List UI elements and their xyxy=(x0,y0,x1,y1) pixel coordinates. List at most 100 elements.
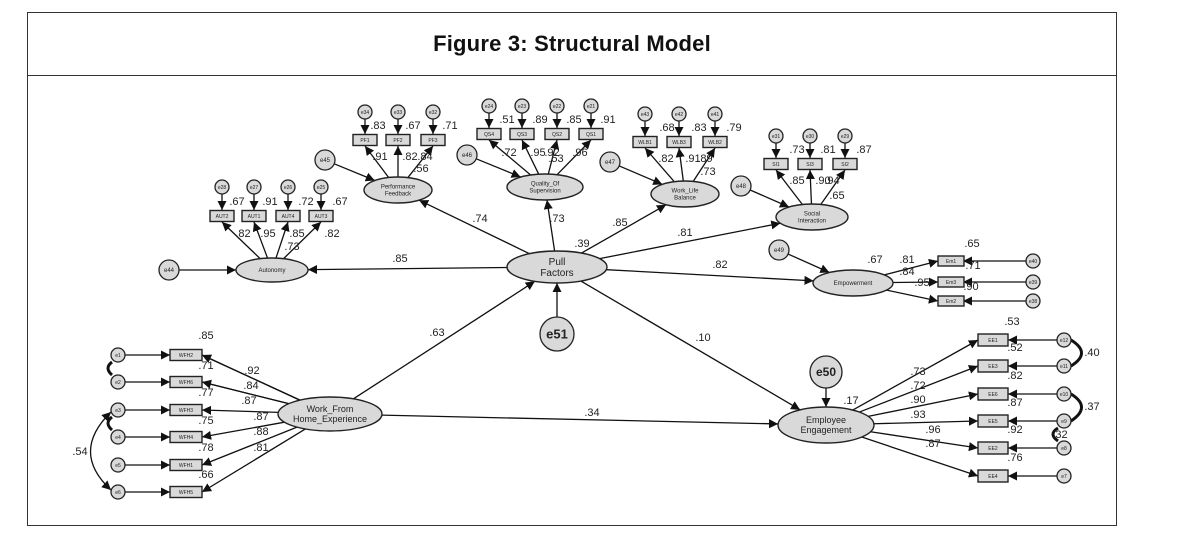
error-term-label: e48 xyxy=(736,184,747,190)
indicator-label: Em3 xyxy=(946,280,957,286)
loading-path xyxy=(873,416,979,426)
indicator-label: WFH6 xyxy=(179,380,193,386)
indicator-r-squared: .73 xyxy=(789,144,804,156)
latent-work-from-home-label: Home_Experience xyxy=(293,414,367,424)
factor-loading: .82 xyxy=(402,151,417,163)
error-term-e7 xyxy=(1056,468,1072,484)
indicator-r-squared: .85 xyxy=(566,114,581,126)
latent-pull-factors-label: Pull xyxy=(549,257,566,268)
indicator-EE2 xyxy=(977,441,1009,455)
latent-work_life_balance xyxy=(650,180,720,208)
indicator-WLB3 xyxy=(666,135,692,149)
indicator-AUT1 xyxy=(241,209,267,223)
latent-pull-factors xyxy=(506,250,608,284)
error-term-label: e43 xyxy=(641,112,650,118)
latent-employee-engagement xyxy=(777,406,875,444)
indicator-r-squared: .51 xyxy=(499,114,514,126)
indicator-label: AUT1 xyxy=(248,214,261,220)
indicator-label: AUT4 xyxy=(282,214,295,220)
figure-title: Figure 3: Structural Model xyxy=(433,31,711,56)
indicator-EE6 xyxy=(977,387,1009,401)
indicator-label: EE5 xyxy=(988,419,998,425)
figure-frame: Figure 3: Structural Model xyxy=(27,12,1117,526)
error-term-label: e7 xyxy=(1061,474,1067,480)
disturbance-path-empowerment xyxy=(787,253,830,274)
latent-quality_of_supervision xyxy=(506,173,584,201)
error-term-label: e33 xyxy=(394,110,403,116)
indicator-QS1 xyxy=(578,127,604,141)
indicator-label: EE3 xyxy=(988,364,998,370)
error-term-e44 xyxy=(158,259,180,281)
path-coefficient: .63 xyxy=(429,327,444,339)
indicator-PF1 xyxy=(352,133,378,147)
loading-path xyxy=(201,405,279,415)
indicator-r-squared: .68 xyxy=(659,122,674,134)
indicator-EE5 xyxy=(977,414,1009,428)
factor-loading: .82 xyxy=(658,153,673,165)
indicator-WFH5 xyxy=(169,485,203,499)
indicator-label: WLB2 xyxy=(708,140,722,146)
covariance-value: .37 xyxy=(1084,401,1099,413)
indicator-label: EE4 xyxy=(988,474,998,480)
path-coefficient: .85 xyxy=(612,217,627,229)
error-term-label: e42 xyxy=(675,112,684,118)
error-term-e46 xyxy=(456,144,478,166)
error-term-e40 xyxy=(1025,253,1041,269)
indicator-r-squared: .87 xyxy=(1007,397,1022,409)
factor-loading: .87 xyxy=(925,438,940,450)
error-term-label: e26 xyxy=(284,185,293,191)
error-term-e41 xyxy=(707,106,723,122)
indicator-r-squared: .76 xyxy=(1007,452,1022,464)
error-term-label: e4 xyxy=(115,435,121,441)
latent-employee-engagement-label: Employee xyxy=(806,415,846,425)
indicator-r-squared: .75 xyxy=(198,415,213,427)
error-term-e4 xyxy=(110,429,126,445)
error-term-e45 xyxy=(314,149,336,171)
loading-path xyxy=(675,147,685,182)
covariance-value: .32 xyxy=(1052,429,1067,441)
path-pull-to-autonomy xyxy=(307,264,508,275)
path-coefficient: .85 xyxy=(392,253,407,265)
indicator-r-squared: .92 xyxy=(1007,424,1022,436)
error-term-label: e23 xyxy=(518,104,527,110)
loading-path xyxy=(884,258,939,276)
error-term-e39 xyxy=(1025,274,1041,290)
indicator-WLB2 xyxy=(702,135,728,149)
loading-path xyxy=(556,139,592,176)
loading-path xyxy=(892,277,939,287)
error-term-e23 xyxy=(514,98,530,114)
factor-loading: .73 xyxy=(910,366,925,378)
indicator-Em1 xyxy=(937,255,965,267)
indicator-QS2 xyxy=(544,127,570,141)
factor-loading: .84 xyxy=(243,380,258,392)
loading-path xyxy=(692,147,716,182)
indicator-QS3 xyxy=(509,127,535,141)
indicator-label: PF1 xyxy=(360,138,369,144)
latent-pull-factors-label: Factors xyxy=(540,268,573,279)
error-term-label: e2 xyxy=(115,380,121,386)
error-term-label: e5 xyxy=(115,463,121,469)
error-term-e29 xyxy=(837,128,853,144)
indicator-r-squared: .87 xyxy=(856,144,871,156)
factor-loading: .82 xyxy=(235,228,250,240)
latent-autonomy xyxy=(235,257,309,283)
path-pull-to-work_life_balance xyxy=(581,204,667,254)
latent-work_life_balance-label: Balance xyxy=(674,196,696,202)
error-term-e25 xyxy=(313,179,329,195)
latent-social_interaction xyxy=(775,203,849,231)
indicator-label: WLB3 xyxy=(672,140,686,146)
loading-path-arrow xyxy=(201,354,301,401)
covariance-e3-e4 xyxy=(106,415,114,432)
error-term-e8 xyxy=(1056,440,1072,456)
indicator-r-squared: .71 xyxy=(965,260,980,272)
loading-path xyxy=(252,221,269,259)
indicator-AUT3 xyxy=(308,209,334,223)
error-term-e33 xyxy=(390,104,406,120)
error-term-e24 xyxy=(481,98,497,114)
r-squared-label: .17 xyxy=(843,395,858,407)
indicator-label: WFH5 xyxy=(179,490,193,496)
indicator-r-squared: .67 xyxy=(332,196,347,208)
loading-path xyxy=(407,145,434,178)
indicator-label: Em1 xyxy=(946,259,957,265)
disturbance-path-quality_of_supervision xyxy=(476,158,521,178)
